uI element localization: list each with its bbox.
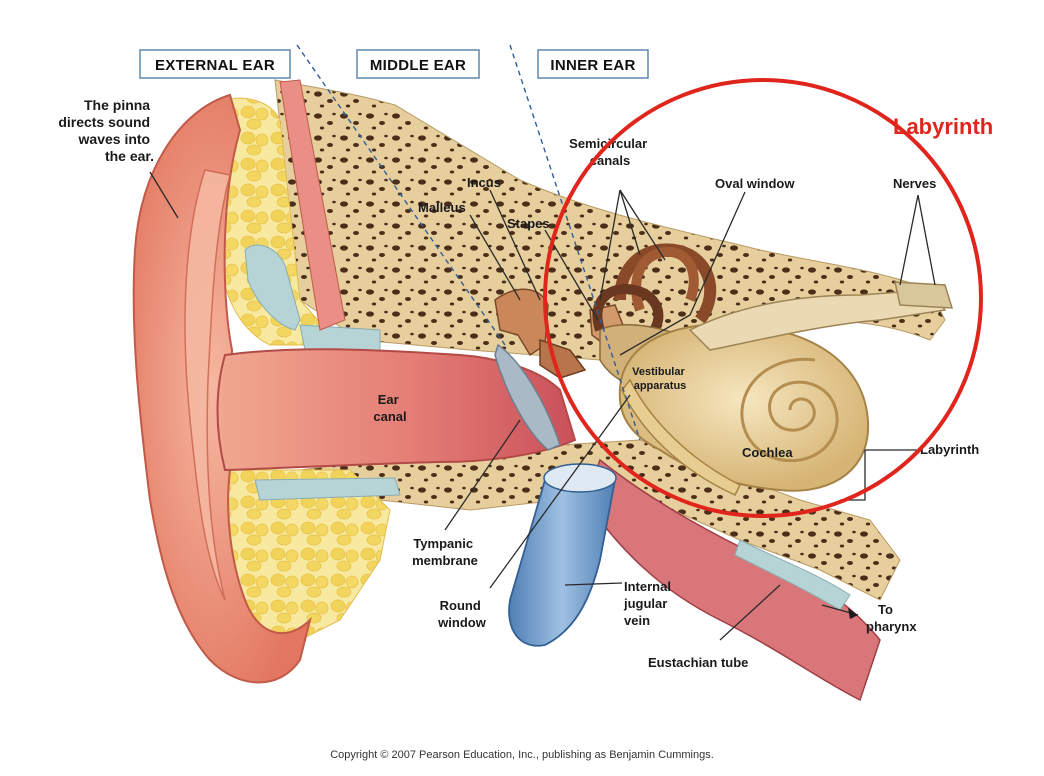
pharynx-arrow-head — [848, 608, 858, 619]
leader-pinna — [149, 171, 179, 219]
tympanic-membrane — [494, 343, 561, 451]
cochlea-spiral — [740, 357, 839, 463]
vestibulocochlear-nerve — [688, 289, 947, 351]
label-stapes: Stapes — [507, 216, 550, 231]
cartilage-upper-2 — [299, 324, 381, 351]
diagram-labels: The pinna directs sound waves into the e… — [58, 97, 979, 670]
leader-eustachian — [719, 584, 781, 641]
leader-lines — [149, 171, 936, 641]
middle-ear-box — [356, 49, 480, 79]
boundary-external-middle — [296, 44, 506, 346]
eustachian-lining — [734, 539, 851, 611]
label-tympanic-membrane: Tympanic membrane — [412, 536, 478, 568]
pinna-fold — [184, 169, 231, 601]
jugular-vein-opening — [543, 463, 617, 493]
inner-ear-box — [537, 49, 649, 79]
leader-labyrinth — [840, 449, 918, 501]
leader-nerves — [899, 194, 936, 286]
leader-malleus — [469, 214, 521, 301]
section-boundaries — [296, 44, 641, 441]
labyrinth-highlight-circle — [543, 78, 983, 518]
ear-illustration — [132, 79, 954, 702]
label-vestibular-apparatus: Vestibular apparatus — [632, 366, 688, 392]
cochlea-tail — [621, 378, 742, 496]
section-middle-ear: MIDDLE EAR — [370, 57, 466, 74]
label-incus: Incus — [467, 175, 501, 190]
label-round-window: Round window — [437, 598, 487, 630]
label-nerves: Nerves — [893, 176, 936, 191]
label-malleus: Malleus — [418, 200, 466, 215]
label-labyrinth: Labyrinth — [920, 442, 979, 457]
leader-stapes — [544, 229, 599, 321]
eustachian-tube — [584, 458, 881, 702]
label-cochlea: Cochlea — [742, 445, 793, 460]
external-ear-box — [139, 49, 291, 79]
section-external-ear: EXTERNAL EAR — [155, 57, 275, 74]
nerve-bundle-end — [894, 281, 954, 309]
ear-canal — [216, 348, 577, 472]
leader-oval-window — [619, 191, 746, 356]
malleus-bone — [494, 288, 549, 357]
label-ear-canal: Ear canal — [373, 392, 406, 424]
boundary-middle-inner — [509, 44, 641, 441]
cartilage-upper — [244, 244, 301, 331]
leader-round-window — [489, 394, 631, 589]
label-eustachian-tube: Eustachian tube — [648, 655, 748, 670]
leader-jugular — [564, 582, 623, 586]
leader-semicircular — [599, 189, 666, 301]
cartilage-lower — [254, 477, 401, 501]
skin-strip — [279, 79, 346, 331]
leader-incus — [489, 189, 541, 301]
label-internal-jugular-vein: Internal jugular vein — [623, 579, 675, 628]
section-headers: EXTERNAL EAR MIDDLE EAR INNER EAR — [139, 49, 649, 79]
labyrinth-annotation-text: Labyrinth — [893, 114, 993, 139]
leader-tympanic — [444, 419, 521, 531]
semicircular-canal-1 — [614, 243, 717, 324]
label-oval-window: Oval window — [715, 176, 795, 191]
section-inner-ear: INNER EAR — [550, 57, 635, 74]
pinna-caption: The pinna directs sound waves into the e… — [58, 97, 154, 164]
copyright-notice: Copyright © 2007 Pearson Education, Inc.… — [330, 749, 714, 761]
semicircular-canal-3 — [592, 284, 664, 339]
labyrinth-annotation: Labyrinth — [543, 78, 993, 518]
label-to-pharynx: To pharynx — [866, 602, 917, 634]
